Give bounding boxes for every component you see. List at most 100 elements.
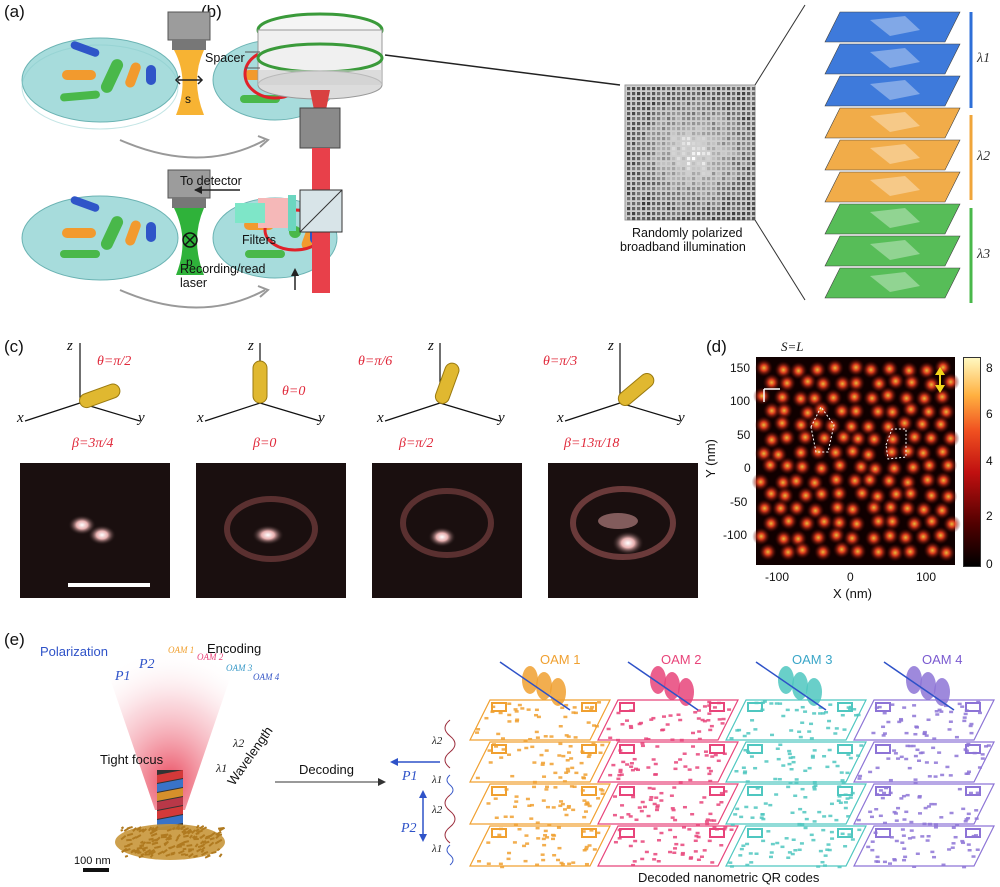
lambda3-label: λ3 [977,247,991,262]
qr-board-4-2 [853,741,995,783]
axis-y-1: y [138,410,145,426]
layer-2 [824,43,961,75]
panel-e: Polarization Encoding P1 P2 OAM 1 OAM 2 … [0,610,1000,887]
tight-focus-label: Tight focus [100,752,164,767]
xtick-neg100: -100 [765,570,790,584]
field-map [751,357,961,565]
panel-label-e: (e) [4,630,25,649]
cbar-tick-0: 0 [986,557,993,571]
oam-label-3: OAM 3 [792,652,833,667]
axis-y-4: y [678,410,685,426]
panel-label-d: (d) [706,337,727,356]
theta-label-1: θ=π/2 [97,354,132,369]
encoding-label: Encoding [207,641,262,656]
panel-label-c: (c) [4,337,24,356]
illumination-label-2: broadband illumination [620,240,746,254]
oam-label-1: OAM 1 [540,652,581,667]
ytick-0: 0 [744,461,751,475]
axis-z-2: z [248,338,254,354]
xtick-100: 100 [916,570,937,584]
qr-board-3-2 [725,741,867,783]
beta-label-1: β=3π/4 [72,436,114,451]
p2-label: P2 [139,657,155,672]
layer-6 [824,171,961,203]
oam-wave-3 [792,672,808,700]
layer-5 [824,139,961,171]
qr-board-1-3 [469,783,611,825]
panel-e-illustration [83,620,995,872]
qr-board-4-1 [853,699,995,741]
micrograph-1 [20,463,170,598]
panel-b: Spacer To detector Filters Recording/rea… [180,0,1000,320]
oam-wave-4 [920,672,936,700]
micrograph-4 [548,463,698,598]
lambda2-label: λ2 [977,149,991,164]
oam-small-2: OAM 2 [197,652,224,662]
oam-wave-4 [906,666,922,694]
lambda1-decode-2: λ1 [432,843,443,855]
oam-wave-2 [650,666,666,694]
qr-board-1-4 [469,825,611,867]
theta-label-3: θ=π/6 [358,354,393,369]
wavelength-layer-stack [824,11,961,299]
micrograph-3 [372,463,522,598]
ytick-neg100: -100 [723,528,748,542]
qr-board-2-4 [597,825,739,867]
lambda1-small: λ1 [216,761,228,775]
ytick-neg50: -50 [730,495,748,509]
axis-y-2: y [318,410,325,426]
layer-7 [824,203,961,235]
qr-board-4-3 [853,783,995,825]
qr-caption: Decoded nanometric QR codes [638,870,820,885]
qr-board-1-2 [469,741,611,783]
oam-wave-3 [778,666,794,694]
cbar-tick-6: 6 [986,407,993,421]
cbar-tick-2: 2 [986,509,993,523]
oam-label-4: OAM 4 [922,652,963,667]
nanorod-orientations [24,343,681,422]
nanorod-2 [252,360,268,404]
oam-wave-1 [536,672,552,700]
recording-laser-label-2: laser [180,276,208,290]
plot-title: S=L [781,339,804,354]
oam-small-3: OAM 3 [226,663,253,673]
nanorod-3 [434,362,460,404]
oam-wave-2 [664,672,680,700]
recording-laser-label-1: Recording/read [180,262,266,276]
qr-board-2-3 [597,783,739,825]
p2-decode-label: P2 [401,821,417,836]
axis-z-3: z [428,338,434,354]
qr-board-2-1 [597,699,739,741]
scale-bar [68,583,150,587]
objective-top [167,11,211,115]
oam-small-1: OAM 1 [168,645,195,655]
objective-bottom [167,169,211,275]
cell-dish-top-left [21,37,179,130]
oam-label-2: OAM 2 [661,652,702,667]
to-detector-label: To detector [180,174,242,188]
filters-label: Filters [242,233,277,247]
axis-x-2: x [197,410,204,426]
p1-decode-label: P1 [402,769,418,784]
xtick-0: 0 [847,570,854,584]
theta-label-4: θ=π/3 [543,354,578,369]
beta-label-4: β=13π/18 [564,436,620,451]
cbar-tick-8: 8 [986,361,993,375]
oam-wave-1 [522,666,538,694]
illumination-label-1: Randomly polarized [632,226,743,240]
axis-z-1: z [67,338,73,354]
scale-bar-e [83,868,109,872]
layer-9 [824,267,961,299]
lambda2-decode-2: λ2 [432,804,443,816]
lambda1-label: λ1 [977,51,991,66]
qr-board-3-4 [725,825,867,867]
spacer-label: Spacer [205,51,245,65]
p1-label: P1 [115,669,131,684]
decoding-label: Decoding [299,762,354,777]
panel-d: S=L 150 100 50 0 -50 -100 -100 0 100 8 6… [702,335,1000,605]
y-axis-label: Y (nm) [702,439,718,478]
lambda2-small: λ2 [233,736,245,750]
panel-b-setup [194,4,973,303]
nanorod-4 [617,373,655,407]
ytick-50: 50 [737,428,751,442]
